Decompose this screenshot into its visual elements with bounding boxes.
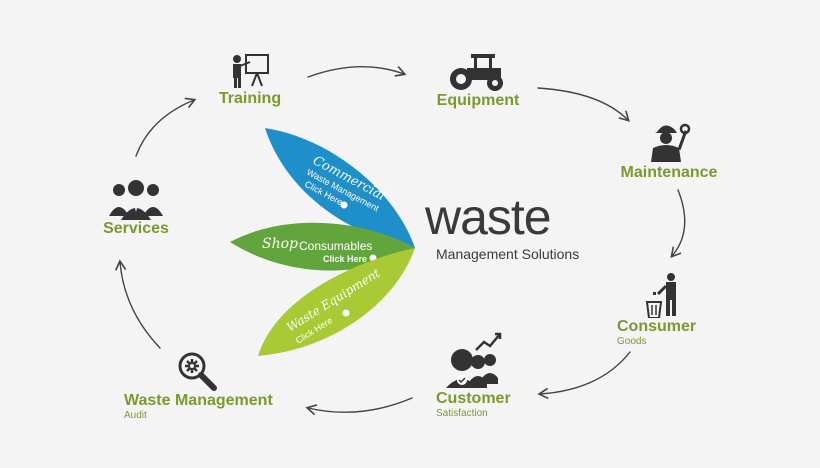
consumer-sub: Goods bbox=[617, 336, 647, 347]
magnifier-gear-icon bbox=[178, 352, 217, 391]
arrow-consumer-customer bbox=[537, 351, 631, 400]
satisfied-people-icon bbox=[446, 332, 502, 388]
presentation-board-icon bbox=[233, 54, 269, 88]
road-roller-icon bbox=[450, 54, 503, 91]
node-waste-management: Waste Management Audit bbox=[124, 350, 300, 421]
business-people-icon bbox=[109, 180, 163, 220]
leaf-commercial-arrow-icon bbox=[340, 201, 348, 209]
brand-logo: waste Management Solutions bbox=[425, 192, 579, 262]
arrow-maintenance-consumer bbox=[670, 189, 686, 259]
node-customer: Customer Satisfaction bbox=[436, 330, 528, 419]
services-label: Services bbox=[103, 220, 169, 237]
arrow-wastemgmt-services bbox=[114, 259, 161, 349]
node-services: Services bbox=[92, 178, 180, 238]
equipment-label: Equipment bbox=[436, 92, 520, 109]
brand-word: waste bbox=[425, 189, 552, 245]
consumer-label: Consumer bbox=[617, 318, 697, 335]
waste-management-label: Waste Management bbox=[124, 392, 273, 409]
leaf-shop[interactable]: Shop Consumables Click Here bbox=[230, 222, 415, 271]
training-label: Training bbox=[218, 90, 282, 107]
worker-wrench-icon bbox=[651, 123, 691, 162]
leaf-shop-line1: Consumables bbox=[299, 239, 372, 253]
person-trash-icon bbox=[645, 273, 676, 318]
arrow-services-training bbox=[135, 97, 197, 157]
node-consumer: Consumer Goods bbox=[617, 272, 709, 347]
waste-management-sub: Audit bbox=[124, 410, 147, 421]
maintenance-label: Maintenance bbox=[620, 164, 718, 181]
node-maintenance: Maintenance bbox=[610, 120, 728, 182]
arrow-customer-wastemgmt bbox=[305, 397, 413, 416]
leaf-shop-script: Shop bbox=[262, 236, 298, 252]
node-equipment: Equipment bbox=[426, 52, 530, 110]
customer-label: Customer bbox=[436, 390, 511, 407]
leaf-waste-equipment-arrow-icon bbox=[342, 309, 350, 317]
leaf-shop-click[interactable]: Click Here bbox=[323, 254, 367, 264]
arrow-training-equipment bbox=[307, 65, 407, 78]
brand-subtitle: Management Solutions bbox=[436, 246, 580, 262]
node-training: Training bbox=[204, 52, 296, 108]
arrow-equipment-maintenance bbox=[537, 87, 630, 122]
customer-sub: Satisfaction bbox=[436, 408, 488, 419]
